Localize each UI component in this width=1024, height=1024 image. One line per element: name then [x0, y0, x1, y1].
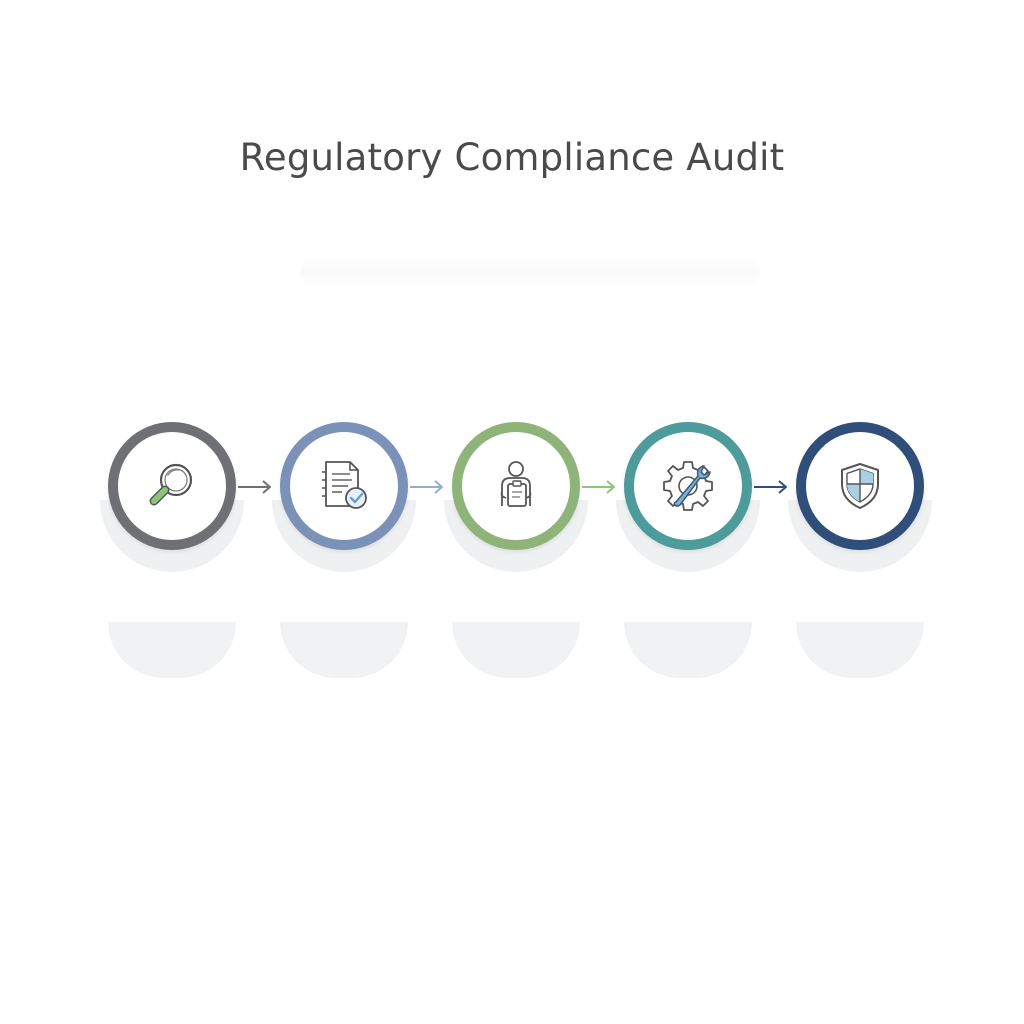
step-3-label-placeholder [452, 622, 580, 678]
shield-icon [841, 463, 879, 509]
arrow-2-to-3 [410, 480, 443, 494]
checked-document-icon [322, 461, 367, 509]
step-1-label-placeholder [108, 622, 236, 678]
step-2-node [272, 422, 416, 572]
step-3-ring [452, 422, 580, 550]
step-1-node [100, 422, 244, 572]
arrow-3-to-4 [582, 480, 615, 494]
magnifying-glass-icon [149, 463, 193, 506]
arrow-1-to-2 [238, 480, 271, 494]
gear-wrench-icon [663, 461, 713, 511]
person-clipboard-icon [500, 461, 532, 507]
diagram-title: Regulatory Compliance Audit [239, 136, 785, 179]
step-3-node [444, 422, 588, 572]
arrow-4-to-5 [754, 480, 787, 494]
faint-background-band [300, 252, 760, 292]
step-4-label-placeholder [624, 622, 752, 678]
step-2-label-placeholder [280, 622, 408, 678]
step-5-node [788, 422, 932, 572]
step-4-node [616, 422, 760, 572]
step-5-label-placeholder [796, 622, 924, 678]
